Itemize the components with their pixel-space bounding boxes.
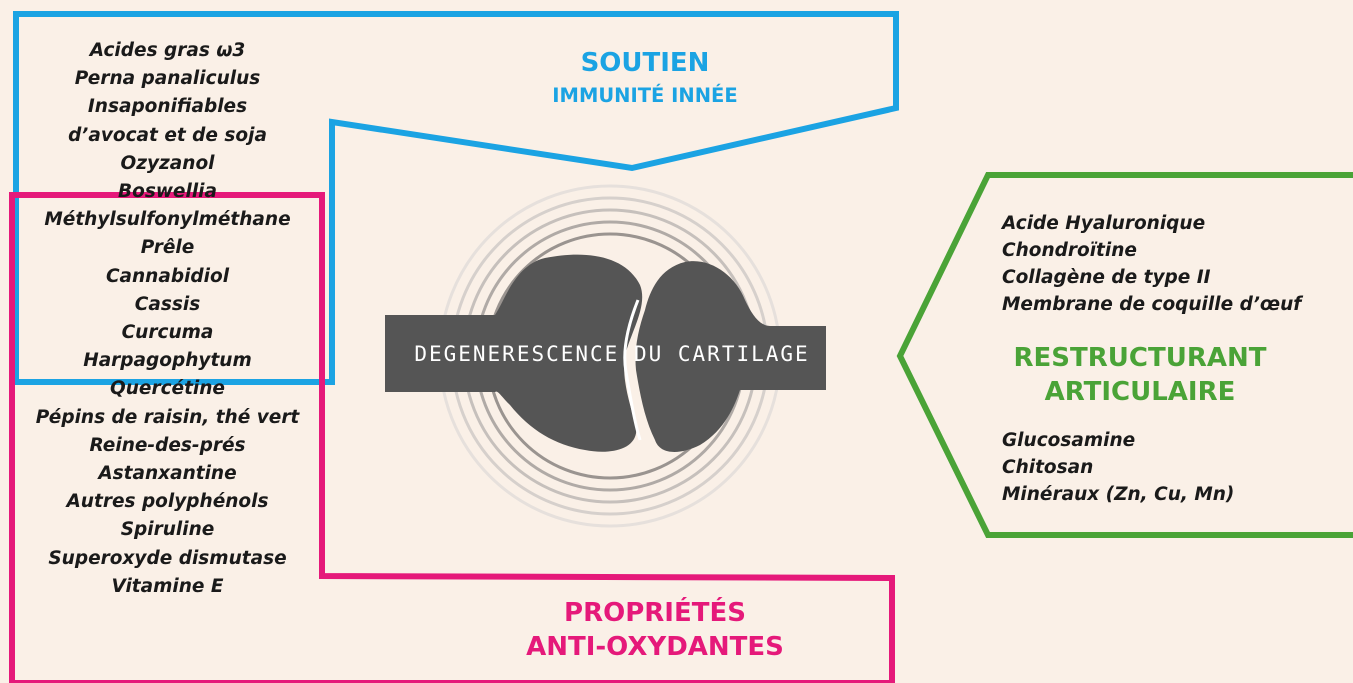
list-item: Pépins de raisin, thé vert bbox=[35, 406, 300, 428]
list-item: Ozyzanol bbox=[120, 152, 215, 174]
list-item: Perna panaliculus bbox=[74, 68, 261, 90]
list-item: Chitosan bbox=[1002, 457, 1094, 478]
green-shape bbox=[896, 172, 1353, 538]
list-item: Quercétine bbox=[110, 378, 225, 400]
list-item: Glucosamine bbox=[1002, 430, 1136, 451]
antioxydant-title: PROPRIÉTÉS ANTI-OXYDANTES bbox=[440, 596, 870, 664]
list-item: Collagène de type II bbox=[1002, 267, 1211, 288]
restructurant-title-line1: RESTRUCTURANT bbox=[1013, 343, 1267, 373]
list-item: Insaponifiables bbox=[87, 96, 248, 118]
left-bone bbox=[385, 254, 643, 452]
right-bone bbox=[635, 261, 826, 452]
list-item: Curcuma bbox=[121, 322, 214, 344]
list-item: Autres polyphénols bbox=[66, 491, 269, 513]
list-item: Superoxyde dismutase bbox=[48, 547, 287, 569]
restructurant-title: RESTRUCTURANT ARTICULAIRE bbox=[960, 341, 1320, 409]
list-item: Méthylsulfonylméthane bbox=[44, 209, 291, 231]
soutien-title: SOUTIEN bbox=[580, 48, 710, 78]
restructurant-title-line2: ARTICULAIRE bbox=[1044, 377, 1236, 407]
list-item: Boswellia bbox=[118, 181, 217, 203]
list-item: d’avocat et de soja bbox=[68, 124, 267, 146]
list-item: Vitamine E bbox=[111, 575, 224, 597]
list-item: Spiruline bbox=[120, 519, 215, 541]
list-item: Cassis bbox=[134, 293, 201, 315]
list-item: Reine-des-prés bbox=[89, 434, 246, 456]
list-item: Minéraux (Zn, Cu, Mn) bbox=[1002, 484, 1235, 505]
blue-shape bbox=[13, 11, 899, 385]
center-label: DEGENERESCENCE DU CARTILAGE bbox=[414, 342, 810, 366]
magenta-shape bbox=[9, 192, 895, 683]
list-item: Chondroïtine bbox=[1002, 240, 1137, 261]
list-item: Acide Hyaluronique bbox=[1002, 213, 1206, 234]
list-item: Cannabidiol bbox=[105, 265, 230, 287]
antioxydant-title-line2: ANTI-OXYDANTES bbox=[526, 632, 784, 662]
joint-gap bbox=[623, 299, 642, 441]
soutien-subtitle: IMMUNITÉ INNÉE bbox=[552, 84, 738, 107]
list-item: Harpagophytum bbox=[83, 350, 252, 372]
list-item: Prêle bbox=[140, 237, 195, 259]
antioxydant-title-line1: PROPRIÉTÉS bbox=[564, 598, 746, 628]
list-item: Acides gras ω3 bbox=[89, 40, 246, 61]
left-ingredient-list: Acides gras ω3 Perna panaliculus Insapon… bbox=[5, 37, 330, 601]
restructurant-list-top: Acide Hyaluronique Chondroïtine Collagèn… bbox=[1002, 210, 1347, 318]
list-item: Membrane de coquille d’œuf bbox=[1002, 294, 1302, 315]
joint-bones bbox=[385, 254, 826, 452]
restructurant-list-bottom: Glucosamine Chitosan Minéraux (Zn, Cu, M… bbox=[1002, 427, 1347, 508]
list-item: Astanxantine bbox=[98, 463, 237, 485]
